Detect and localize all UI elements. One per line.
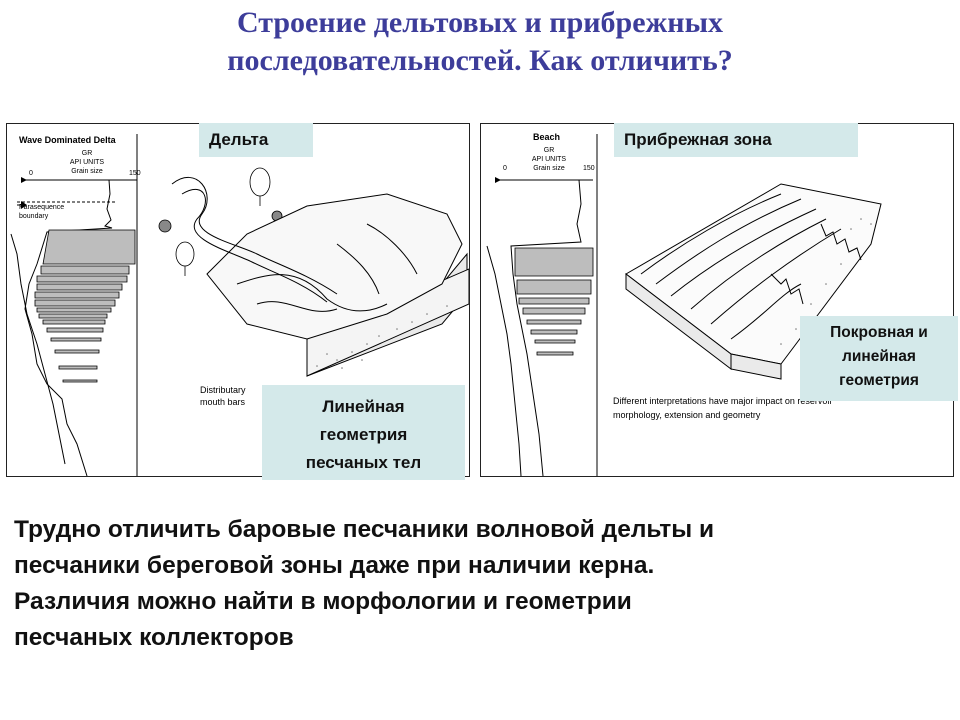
grain-size-label: Grain size: [71, 168, 103, 175]
delta-callout-label: Дельта: [209, 130, 269, 149]
sheet-geometry-line-1: Покровная и: [830, 324, 928, 341]
beach-figure-panel: Beach GR API UNITS Grain size 0 150: [480, 123, 954, 477]
interpretation-note-1: Different interpretations have major imp…: [613, 396, 832, 406]
boundary-arrow-icon: [21, 201, 27, 209]
linear-geometry-line-3: песчаных тел: [305, 453, 422, 472]
distributary-label: Distributary: [200, 385, 246, 395]
coastal-zone-label: Прибрежная зона: [624, 130, 772, 149]
body-line-4: песчаных коллекторов: [14, 624, 294, 651]
beach-scale-arrow-icon: [495, 177, 501, 183]
slide-body-text: Трудно отличить баровые песчаники волнов…: [14, 512, 944, 656]
interpretation-note-2: morphology, extension and geometry: [613, 410, 761, 420]
beach-grain-size-label: Grain size: [533, 165, 565, 172]
beach-figure: Beach GR API UNITS Grain size 0 150: [486, 132, 882, 476]
scale-max: 150: [129, 170, 141, 177]
body-line-3: Различия можно найти в морфологии и геом…: [14, 588, 632, 615]
slide-title-line-2: последовательностей. Как отличить?: [227, 44, 733, 77]
scale-min: 0: [29, 170, 33, 177]
beach-scale-max: 150: [583, 165, 595, 172]
sand-beds: [34, 229, 136, 383]
delta-callout: Дельта: [199, 123, 313, 157]
delta-figure: Wave Dominated Delta GR API UNITS Grain …: [10, 134, 469, 476]
beach-gr-label: GR: [544, 147, 555, 154]
tree-icons: [158, 167, 283, 276]
delta-header: Wave Dominated Delta: [19, 135, 117, 145]
scale-arrow-icon: [21, 177, 27, 183]
beach-api-units-label: API UNITS: [532, 156, 567, 163]
beach-sand-beds: [514, 247, 594, 356]
body-line-2: песчаники береговой зоны даже при наличи…: [14, 552, 655, 579]
stipple-pattern: [316, 305, 448, 369]
slide-title-line-1: Строение дельтовых и прибрежных: [236, 6, 724, 39]
parasequence-label: Parasequence: [19, 204, 64, 211]
beach-block-diagram: [625, 183, 882, 380]
api-units-label: API UNITS: [70, 159, 105, 166]
boundary-label: boundary: [19, 213, 49, 220]
sheet-geometry-line-3: геометрия: [839, 372, 919, 389]
coastal-zone-callout: Прибрежная зона: [614, 123, 858, 157]
mouth-bars-label: mouth bars: [200, 397, 246, 407]
linear-geometry-callout: Линейная геометрия песчаных тел: [262, 385, 465, 480]
beach-scale-min: 0: [503, 165, 507, 172]
delta-block-diagram: [171, 177, 469, 377]
sheet-geometry-line-2: линейная: [842, 348, 916, 365]
linear-geometry-line-1: Линейная: [322, 397, 405, 416]
beach-stipple: [780, 218, 872, 345]
delta-figure-panel: Wave Dominated Delta GR API UNITS Grain …: [6, 123, 470, 477]
body-line-1: Трудно отличить баровые песчаники волнов…: [14, 516, 715, 543]
beach-header: Beach: [533, 132, 560, 142]
sheet-linear-geometry-callout: Покровная и линейная геометрия: [800, 316, 958, 401]
gr-label: GR: [82, 150, 93, 157]
slide-title: Строение дельтовых и прибрежных последов…: [0, 4, 960, 80]
linear-geometry-line-2: геометрия: [319, 425, 408, 444]
